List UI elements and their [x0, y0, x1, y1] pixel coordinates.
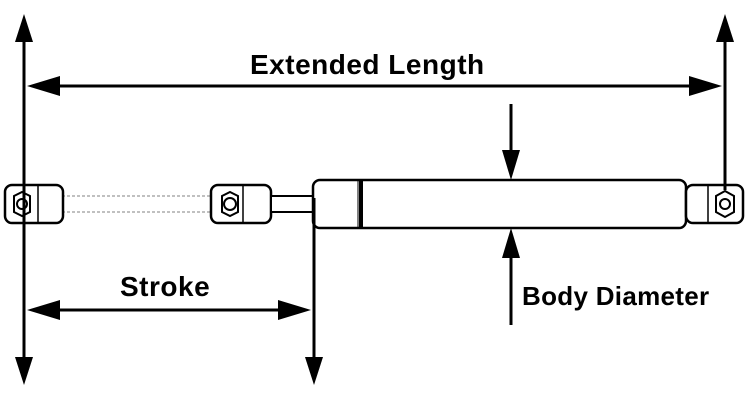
- body-diameter-top-arrow: [502, 104, 520, 180]
- rod-end-fitting: [209, 183, 273, 225]
- stroke-label: Stroke: [120, 271, 211, 302]
- extended-length-dimension-arrow: [27, 76, 722, 96]
- extended-length-label: Extended Length: [250, 49, 485, 80]
- right-end-fitting: [684, 183, 745, 225]
- cylinder-body: [311, 178, 688, 230]
- body-diameter-label: Body Diameter: [522, 281, 710, 311]
- stroke-dimension-arrow: [27, 300, 311, 320]
- piston-rod: [270, 195, 315, 213]
- body-diameter-bottom-arrow: [502, 228, 520, 325]
- left-extension-line: [15, 14, 33, 385]
- stroke-extension-line: [305, 198, 323, 385]
- right-extension-line: [716, 14, 734, 190]
- left-end-fitting-extended: [3, 183, 65, 225]
- extended-rod-ghost: [62, 195, 215, 213]
